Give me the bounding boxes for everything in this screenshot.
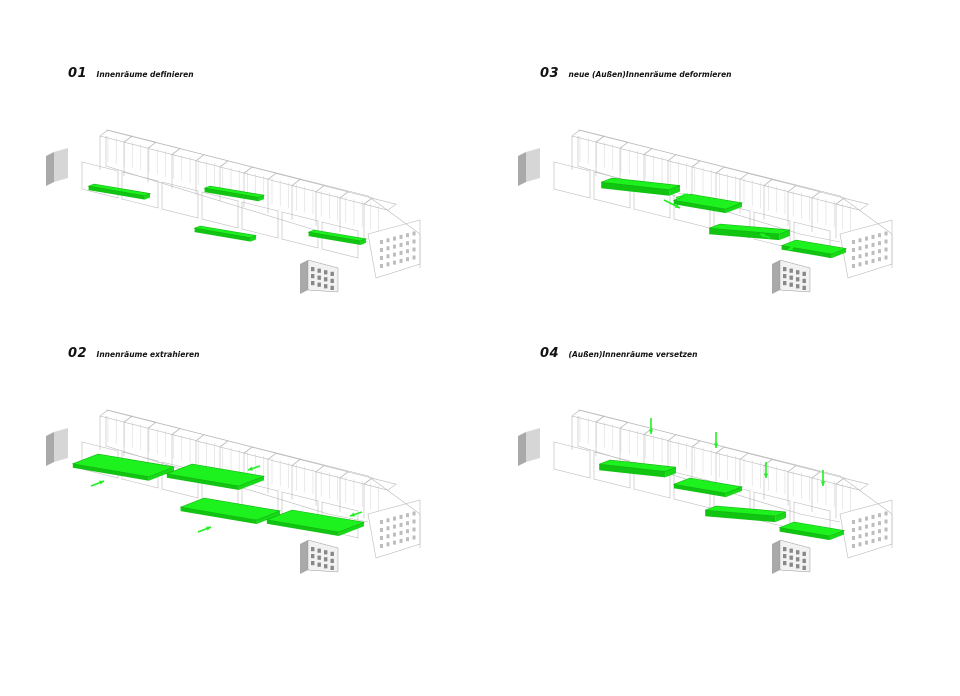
direction-arrow (349, 511, 363, 517)
interior-space-volume (709, 223, 791, 241)
corner-building (839, 499, 893, 559)
tower-front-windows (779, 259, 811, 293)
panel-03: 03 neue (Außen)Innenräume deformieren (518, 64, 960, 334)
direction-arrow (90, 480, 105, 487)
tower-front (300, 539, 339, 574)
tower-front (772, 539, 811, 574)
panel-caption: 01 Innenräume definieren (68, 64, 194, 82)
direction-arrow (663, 199, 681, 209)
direction-arrow (675, 193, 689, 199)
corner-building (839, 219, 893, 279)
step-number: 03 (540, 66, 560, 81)
building-context (553, 409, 893, 559)
axonometric-drawing (46, 409, 421, 574)
interior-space-volume (705, 505, 787, 523)
interior-space-volume (672, 477, 744, 498)
direction-arrow (763, 462, 769, 478)
step-title: neue (Außen)Innenräume deformieren (568, 70, 732, 79)
tower-left (46, 148, 68, 186)
tower-front-windows (307, 539, 339, 573)
step-number: 04 (540, 346, 560, 361)
interior-space-volume (780, 239, 848, 259)
panel-caption: 02 Innenräume extrahieren (68, 344, 199, 362)
tower-front (772, 259, 811, 294)
panel-caption: 03 neue (Außen)Innenräume deformieren (540, 64, 732, 82)
step-number: 02 (68, 346, 88, 361)
step-title: (Außen)Innenräume versetzen (568, 350, 698, 359)
direction-arrow (247, 465, 261, 471)
direction-arrow (759, 233, 771, 239)
tower-front-windows (307, 259, 339, 293)
interior-space-volume (599, 459, 677, 478)
axonometric-drawing (46, 129, 421, 294)
direction-arrow (787, 241, 803, 251)
building-context (81, 129, 421, 279)
direction-arrow (197, 526, 212, 533)
interior-space-volume (307, 229, 368, 245)
tower-left (46, 428, 68, 466)
direction-arrow (713, 432, 719, 448)
corner-building (367, 499, 421, 559)
interior-space-volume (203, 185, 266, 202)
corner-building (367, 219, 421, 279)
tower-left (518, 148, 540, 186)
direction-arrow (820, 470, 826, 486)
interior-space-volume (265, 509, 366, 537)
direction-arrow (648, 418, 654, 434)
panel-01: 01 Innenräume definieren (46, 64, 508, 334)
tower-front (300, 259, 339, 294)
interior-space-volume (165, 463, 266, 491)
panel-caption: 04 (Außen)Innenräume versetzen (540, 344, 697, 362)
panel-04: 04 (Außen)Innenräume versetzen (518, 344, 960, 614)
step-number: 01 (68, 66, 88, 81)
interior-space-volume (179, 497, 282, 525)
interior-space-volume (778, 521, 846, 541)
axonometric-drawing (518, 409, 893, 574)
tower-left (518, 428, 540, 466)
step-title: Innenräume definieren (96, 70, 194, 79)
tower-front-windows (779, 539, 811, 573)
interior-space-volume (601, 177, 681, 196)
panel-02: 02 Innenräume extrahieren (46, 344, 508, 614)
axonometric-drawing (518, 129, 893, 294)
interior-space-volume (193, 225, 258, 242)
interior-space-volume (87, 183, 152, 200)
interior-space-volume (672, 193, 744, 214)
interior-space-volume (71, 453, 176, 481)
step-title: Innenräume extrahieren (96, 350, 200, 359)
